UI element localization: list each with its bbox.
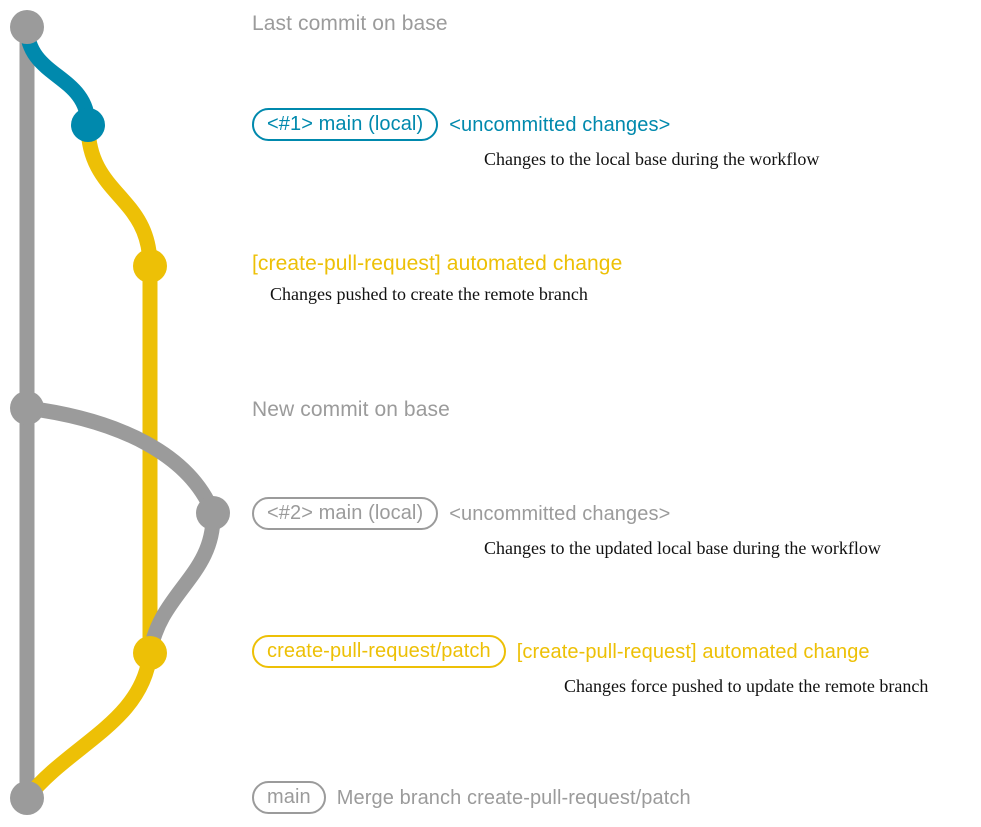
commit-description: Changes to the local base during the wor… <box>484 149 820 169</box>
edge-base-to-local-1 <box>19 19 96 133</box>
commit-node-last-on-base[interactable] <box>10 10 44 44</box>
annotation-new-commit-on-base: New commit on base <box>252 398 450 422</box>
commit-subject: Last commit on base <box>252 12 448 35</box>
annotation-last-commit-on-base: Last commit on base <box>252 12 448 36</box>
edge-local-1-to-patch-1 <box>80 117 158 274</box>
edge-base-to-local-2 <box>19 400 221 521</box>
headline: create-pull-request/patch [create-pull-r… <box>252 635 928 668</box>
commit-node-automated-change-1[interactable] <box>133 249 167 283</box>
commit-node-local-uncommitted-1[interactable] <box>71 108 105 142</box>
headline: main Merge branch create-pull-request/pa… <box>252 781 691 814</box>
commit-node-merge[interactable] <box>10 781 44 815</box>
commit-description: Changes force pushed to update the remot… <box>564 676 929 696</box>
annotation-automated-change-2: create-pull-request/patch [create-pull-r… <box>252 635 928 697</box>
git-graph <box>10 10 230 815</box>
branch-label-main-local-1[interactable]: <#1> main (local) <box>252 108 439 141</box>
commit-node-local-uncommitted-2[interactable] <box>196 496 230 530</box>
headline: New commit on base <box>252 398 450 422</box>
commit-subject: <uncommitted changes> <box>449 502 671 525</box>
commit-subject: [create-pull-request] automated change <box>252 252 623 275</box>
annotation-local-commit-1: <#1> main (local) <uncommitted changes> … <box>252 108 819 170</box>
edge-patch-2-to-merge <box>19 645 158 806</box>
branch-label-main-local-2[interactable]: <#2> main (local) <box>252 497 439 530</box>
commit-description: Changes pushed to create the remote bran… <box>270 284 588 304</box>
commit-node-automated-change-2[interactable] <box>133 636 167 670</box>
commit-subject: [create-pull-request] automated change <box>516 640 870 663</box>
headline: Last commit on base <box>252 12 448 36</box>
commit-node-new-on-base[interactable] <box>10 391 44 425</box>
edge-local-2-to-patch-2 <box>142 505 221 661</box>
branch-label-main[interactable]: main <box>252 781 326 814</box>
branch-label-create-pull-request-patch[interactable]: create-pull-request/patch <box>252 635 506 668</box>
headline: <#1> main (local) <uncommitted changes> <box>252 108 819 141</box>
annotation-automated-change-1: [create-pull-request] automated change C… <box>252 252 622 305</box>
commit-description: Changes to the updated local base during… <box>484 538 881 558</box>
annotation-merge-commit: main Merge branch create-pull-request/pa… <box>252 781 691 814</box>
headline: <#2> main (local) <uncommitted changes> <box>252 497 881 530</box>
commit-subject: Merge branch create-pull-request/patch <box>336 786 691 809</box>
annotation-local-commit-2: <#2> main (local) <uncommitted changes> … <box>252 497 881 559</box>
commit-subject: New commit on base <box>252 398 450 421</box>
commit-subject: <uncommitted changes> <box>449 113 671 136</box>
headline: [create-pull-request] automated change <box>252 252 622 276</box>
